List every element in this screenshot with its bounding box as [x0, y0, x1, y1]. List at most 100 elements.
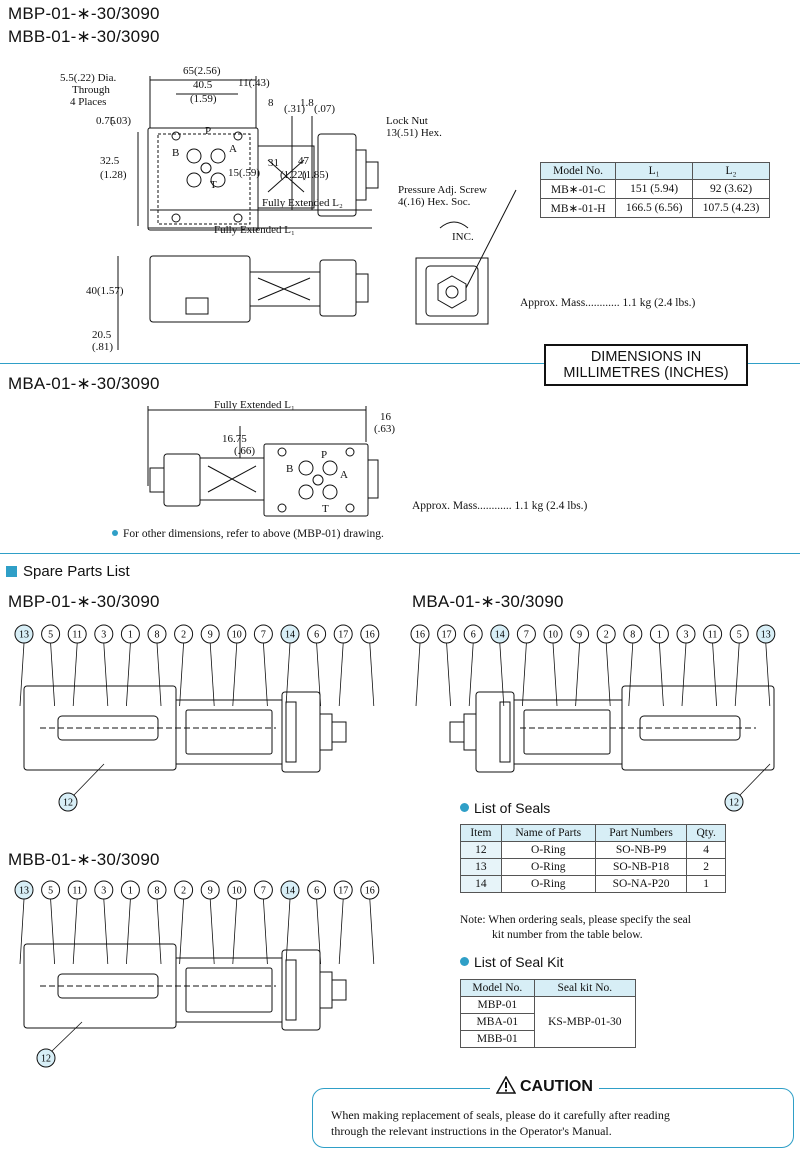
adj-screw-label-2: 4(.16) Hex. Soc. [398, 196, 471, 208]
adj-screw-label-1: Pressure Adj. Screw [398, 184, 487, 196]
mounting-hole [233, 131, 243, 141]
mbp-mass: Approx. Mass............ 1.1 kg (2.4 lbs… [520, 297, 696, 309]
port-t-label: T [210, 179, 217, 191]
locknut-label-1: Lock Nut [386, 115, 428, 127]
table-cell: 12 [460, 841, 502, 859]
callout-leader [316, 642, 321, 707]
callout-leader [50, 898, 55, 965]
table-cell: SO-NB-P18 [594, 858, 688, 876]
dim-8: 8 [268, 97, 274, 109]
list-of-seals-title: List of Seals [474, 800, 551, 816]
part-callout-circle [120, 880, 140, 900]
table-row: MBB-01 [460, 1030, 636, 1048]
part-callout-number: 14 [495, 630, 505, 641]
top-dimension-drawing: 5.5(.22) Dia. Through 4 Places 65(2.56) … [60, 65, 517, 353]
part-callout-number: 16 [365, 886, 375, 897]
callout-leader [209, 898, 215, 965]
table-cell: SO-NB-P9 [594, 841, 688, 859]
part-callout-number: 13 [19, 630, 29, 641]
fully-extended-l1: Fully Extended L₁ [214, 224, 295, 236]
mba-dim-66: (.66) [234, 445, 255, 457]
table-cell: MB∗-01-C [539, 179, 617, 199]
mba-port-b: B [286, 463, 293, 475]
callout-leader [316, 898, 321, 965]
part-callout-circle [14, 880, 34, 900]
callout-leader [285, 642, 291, 707]
caution-title-text: CAUTION [520, 1078, 593, 1095]
part-callout-circle [437, 624, 457, 644]
callout-leader [681, 642, 687, 707]
mba-note: For other dimensions, refer to above (MB… [112, 528, 384, 540]
callout-leader [628, 642, 634, 707]
part-callout-number: 13 [19, 886, 29, 897]
part-callout-number: 5 [48, 886, 53, 897]
dim-18: 1.8 [300, 97, 314, 109]
part-callout-circle [596, 624, 616, 644]
part-callout-number: 1 [128, 630, 133, 641]
part-callout-circle [516, 624, 536, 644]
callout-leader [179, 642, 184, 707]
callout-leader [499, 642, 505, 707]
mba-dimension-drawing: Fully Extended L₁ 16 (.63) 16.75 (.66) P… [147, 399, 395, 517]
dim-07: (.07) [314, 103, 335, 115]
part-callout-circle [200, 624, 220, 644]
mba-port-a: A [340, 469, 348, 481]
part-callout-number: 10 [232, 630, 242, 641]
table-cell: 92 (3.62) [692, 179, 770, 199]
part-callout-circle [410, 624, 430, 644]
port-circle [200, 162, 212, 174]
part-callout-number: 7 [524, 630, 529, 641]
part-callout-circle [253, 624, 273, 644]
callout-leader [19, 642, 25, 707]
callout-leader [338, 898, 344, 965]
callout-leader [50, 642, 55, 707]
callout-leader [446, 642, 451, 707]
part-callout-number: 2 [604, 630, 609, 641]
valve-body-inner [157, 133, 251, 225]
seals-note-line-1: Note: When ordering seals, please specif… [460, 914, 691, 926]
mba-fully-extended-l1: Fully Extended L₁ [214, 399, 295, 411]
part-callout-number: 17 [338, 630, 348, 641]
part-callout-circle [227, 880, 247, 900]
inc-arrow [439, 221, 469, 229]
part-callout-circle [307, 624, 327, 644]
part-callout-circle [280, 624, 300, 644]
dim-31a: (.31) [284, 103, 305, 115]
part-callout-circle [756, 624, 776, 644]
part-callout-circle [67, 880, 87, 900]
part-callout-number: 6 [314, 630, 319, 641]
end-view-body [415, 257, 489, 325]
table-cell: SO-NA-P20 [594, 875, 688, 893]
part-callout-number: 14 [285, 886, 295, 897]
dim-03: (.03) [110, 115, 131, 127]
locknut-label-2: 13(.51) Hex. [386, 127, 442, 139]
part-callout-circle [58, 792, 78, 812]
part-callout-number: 6 [471, 630, 476, 641]
part-callout-circle [200, 880, 220, 900]
part-callout-circle [570, 624, 590, 644]
callout-leader [605, 642, 611, 707]
dim-159: (1.59) [190, 93, 217, 105]
list-of-seal-kit-title: List of Seal Kit [474, 954, 564, 970]
callout-leader [468, 642, 474, 707]
part-callout-number: 12 [63, 798, 73, 809]
table-cell: 2 [686, 858, 726, 876]
table-cell: 166.5 (6.56) [615, 198, 694, 218]
part-callout-circle [307, 880, 327, 900]
part-callout-circle [333, 880, 353, 900]
valve-body-front [147, 127, 259, 231]
caution-heading: CAUTION [490, 1075, 599, 1096]
dim-122: (1.22) [280, 169, 307, 181]
callout-leader [263, 642, 268, 707]
part-callout-number: 10 [548, 630, 558, 641]
inc-label: INC. [452, 231, 474, 243]
part-callout-number: 14 [285, 630, 295, 641]
part-callout-number: 10 [232, 886, 242, 897]
callout-leader [51, 1021, 83, 1052]
dim-15: 15(.59) [228, 167, 260, 179]
port-circle [210, 148, 226, 164]
callout-leader [103, 898, 109, 965]
mba-port-t: T [322, 503, 329, 515]
table-cell: MB∗-01-H [539, 198, 617, 218]
